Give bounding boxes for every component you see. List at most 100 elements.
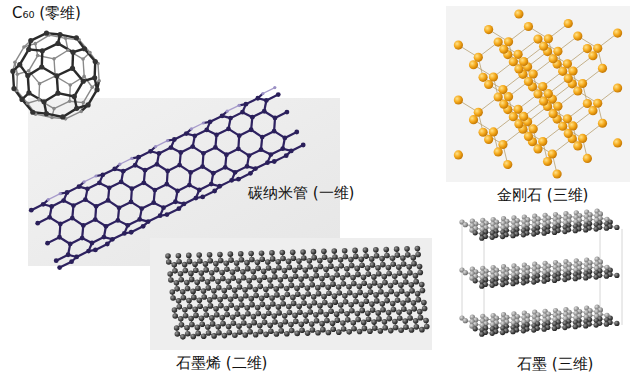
nanotube-bond [156,141,168,147]
graphene-atom [224,306,230,312]
nanotube-atom [47,215,52,220]
graphene-atom [309,282,315,288]
nanotube-atom [105,242,110,247]
diamond-panel [446,6,630,182]
nanotube-atom [90,241,95,246]
graphene-atom [230,314,236,320]
nanotube-atom [80,236,85,241]
nanotube-atom [55,259,58,262]
graphene-atom [195,331,201,337]
nanotube-atom [173,138,176,141]
graphene-atom [386,271,392,277]
nanotube-atom [173,199,178,204]
c60-atom [66,48,70,52]
graphene-atom [335,317,341,323]
graphene-atom [384,298,390,304]
graphene-atom [256,311,262,317]
graphene-atom [424,324,430,330]
nanotube-atom [48,216,51,219]
nanotube-atom [82,224,85,227]
c60-atom [22,45,26,49]
graphene-atom [390,255,396,261]
nanotube-atom [224,166,227,169]
graphene-atom [175,331,181,337]
nanotube-atom [223,165,228,170]
graphene-atom [407,315,413,321]
nanotube-atom [45,241,50,246]
graphene-atom [234,260,240,266]
graphene-atom [295,291,301,297]
graphene-atom [230,269,236,275]
nanotube-atom [215,133,218,136]
nanotube-atom [177,163,182,168]
nanotube-atom [226,127,231,132]
graphene-atom [342,293,348,299]
graphene-atom [240,269,246,275]
graphene-atom [174,325,180,331]
graphene-atom [197,303,203,309]
graphene-atom [179,322,185,328]
graphene-atom [263,286,269,292]
graphene-atom [242,332,248,338]
c60-bond [57,76,58,93]
graphene-atom [181,295,187,301]
graphene-atom [205,279,211,285]
c60-atom [10,69,15,74]
graphene-atom [261,268,267,274]
nanotube-atom [141,180,146,185]
graphene-atom [403,279,409,285]
nanotube-atom [93,217,98,222]
nanotube-atom [102,235,105,238]
nanotube-atom [113,167,116,170]
nanotube-atom [70,216,75,221]
graphene-atom [364,298,370,304]
nanotube-atom [178,150,183,155]
graphene-atom [351,320,357,326]
graphene-atom [282,274,288,280]
nanotube-atom [229,178,234,183]
c60-bond [38,56,54,59]
graphene-atom [378,328,384,334]
graphene-atom [184,325,190,331]
graphene-atom [276,310,282,316]
graphene-atom [208,303,214,309]
nanotube-atom [137,217,142,222]
graphene-atom [188,316,194,322]
c60-atom [25,73,30,78]
graphene-atom [182,262,188,268]
nanotube-atom [66,252,71,257]
nanotube-atom [98,181,101,184]
graphene-atom [391,307,397,313]
graphene-atom [357,290,363,296]
graphene-atom [296,303,302,309]
graphene-atom [330,275,336,281]
nanotube-atom [190,144,195,149]
graphene-atom [280,295,286,301]
c60-atom [38,82,42,86]
graphene-atom [401,261,407,267]
nanotube-atom [107,185,112,190]
graphene-atom [334,272,340,278]
graphene-atom [375,310,381,316]
graphene-atom [359,302,365,308]
nanotube-atom [54,258,59,263]
c60-atom [93,59,98,64]
graphene-atom [301,294,307,300]
graphene-atom [271,313,277,319]
graphene-atom [370,262,376,268]
c60-atom [57,32,62,37]
nanotube-atom [282,135,287,140]
graphene-atom [184,280,190,286]
nanotube-atom [165,212,170,217]
graphene-atom [186,253,192,259]
c60-bond [69,85,71,101]
graphene-atom [228,302,234,308]
nanotube-atom [47,198,50,201]
graphene-atom [305,330,311,336]
graphene-atom [381,274,387,280]
graphene-atom [357,329,363,335]
graphene-atom [317,303,323,309]
graphene-atom [341,326,347,332]
nanotube-atom [187,183,192,188]
graphene-atom [203,306,209,312]
